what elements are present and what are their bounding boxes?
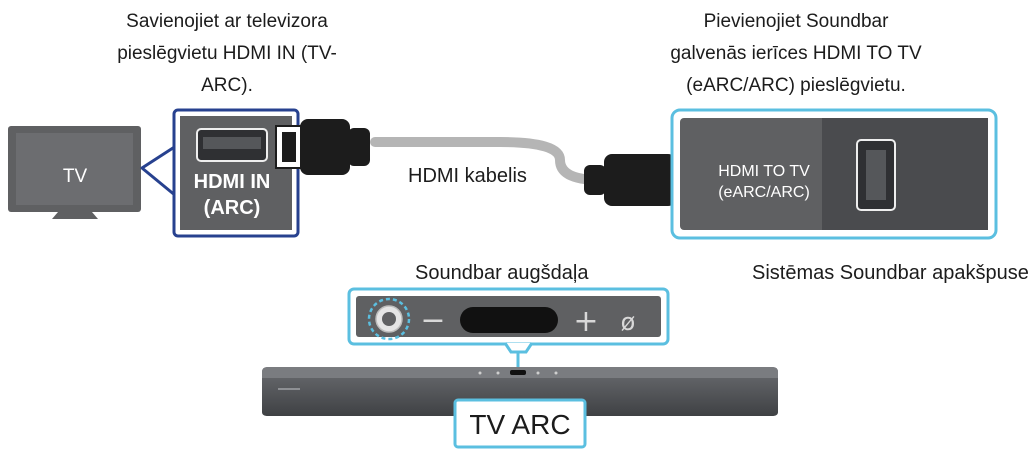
tv-port-label-line-1: HDMI IN xyxy=(194,171,271,193)
tv-side-hdmi-plug xyxy=(275,119,370,175)
tv-caption-line-1: Savienojiet ar televizora xyxy=(126,11,328,32)
soundbar-connection-caption: Pievienojiet Soundbar galvenās ierīces H… xyxy=(622,6,970,102)
source-button-highlight xyxy=(367,297,411,341)
soundbar-port-label-line-2: (eARC/ARC) xyxy=(718,184,810,201)
panel-pointer xyxy=(503,342,534,370)
tv-caption-line-2: pieslēgvietu HDMI IN (TV- xyxy=(117,43,337,64)
mute-icon: ø xyxy=(621,308,636,336)
tv-hdmi-in-port-panel: HDMI IN (ARC) xyxy=(172,108,300,238)
soundbar-port-label-line-1: HDMI TO TV xyxy=(718,163,810,180)
soundbar-caption-line-1: Pievienojiet Soundbar xyxy=(703,11,889,32)
volume-minus-icon: − xyxy=(420,303,445,338)
tv-connection-caption: Savienojiet ar televizora pieslēgvietu H… xyxy=(62,6,392,102)
hdmi-cable xyxy=(370,137,605,185)
soundbar-caption-line-3: (eARC/ARC) pieslēgvietu. xyxy=(686,75,906,96)
tv-arc-badge: TV ARC xyxy=(453,398,587,449)
tv-label: TV xyxy=(63,166,88,187)
tv-port-pointer xyxy=(140,144,178,198)
tv-port-label-line-2: (ARC) xyxy=(204,197,261,219)
soundbar-top-control-panel: − + ø xyxy=(347,287,670,346)
soundbar-hdmi-to-tv-port-panel: HDMI TO TV (eARC/ARC) xyxy=(670,108,998,240)
tv-caption-line-3: ARC). xyxy=(201,75,253,96)
soundbar-top-label: Soundbar augšdaļa xyxy=(415,262,589,284)
tv-arc-badge-label: TV ARC xyxy=(469,409,570,440)
soundbar-caption-line-2: galvenās ierīces HDMI TO TV xyxy=(670,43,922,64)
soundbar-body xyxy=(262,367,778,416)
hdmi-cable-label: HDMI kabelis xyxy=(408,165,527,187)
volume-plus-icon: + xyxy=(573,304,598,339)
soundbar-display-icon xyxy=(460,307,558,333)
soundbar-bottom-label: Sistēmas Soundbar apakšpuse xyxy=(752,262,1029,284)
tv-icon: TV xyxy=(8,126,141,219)
